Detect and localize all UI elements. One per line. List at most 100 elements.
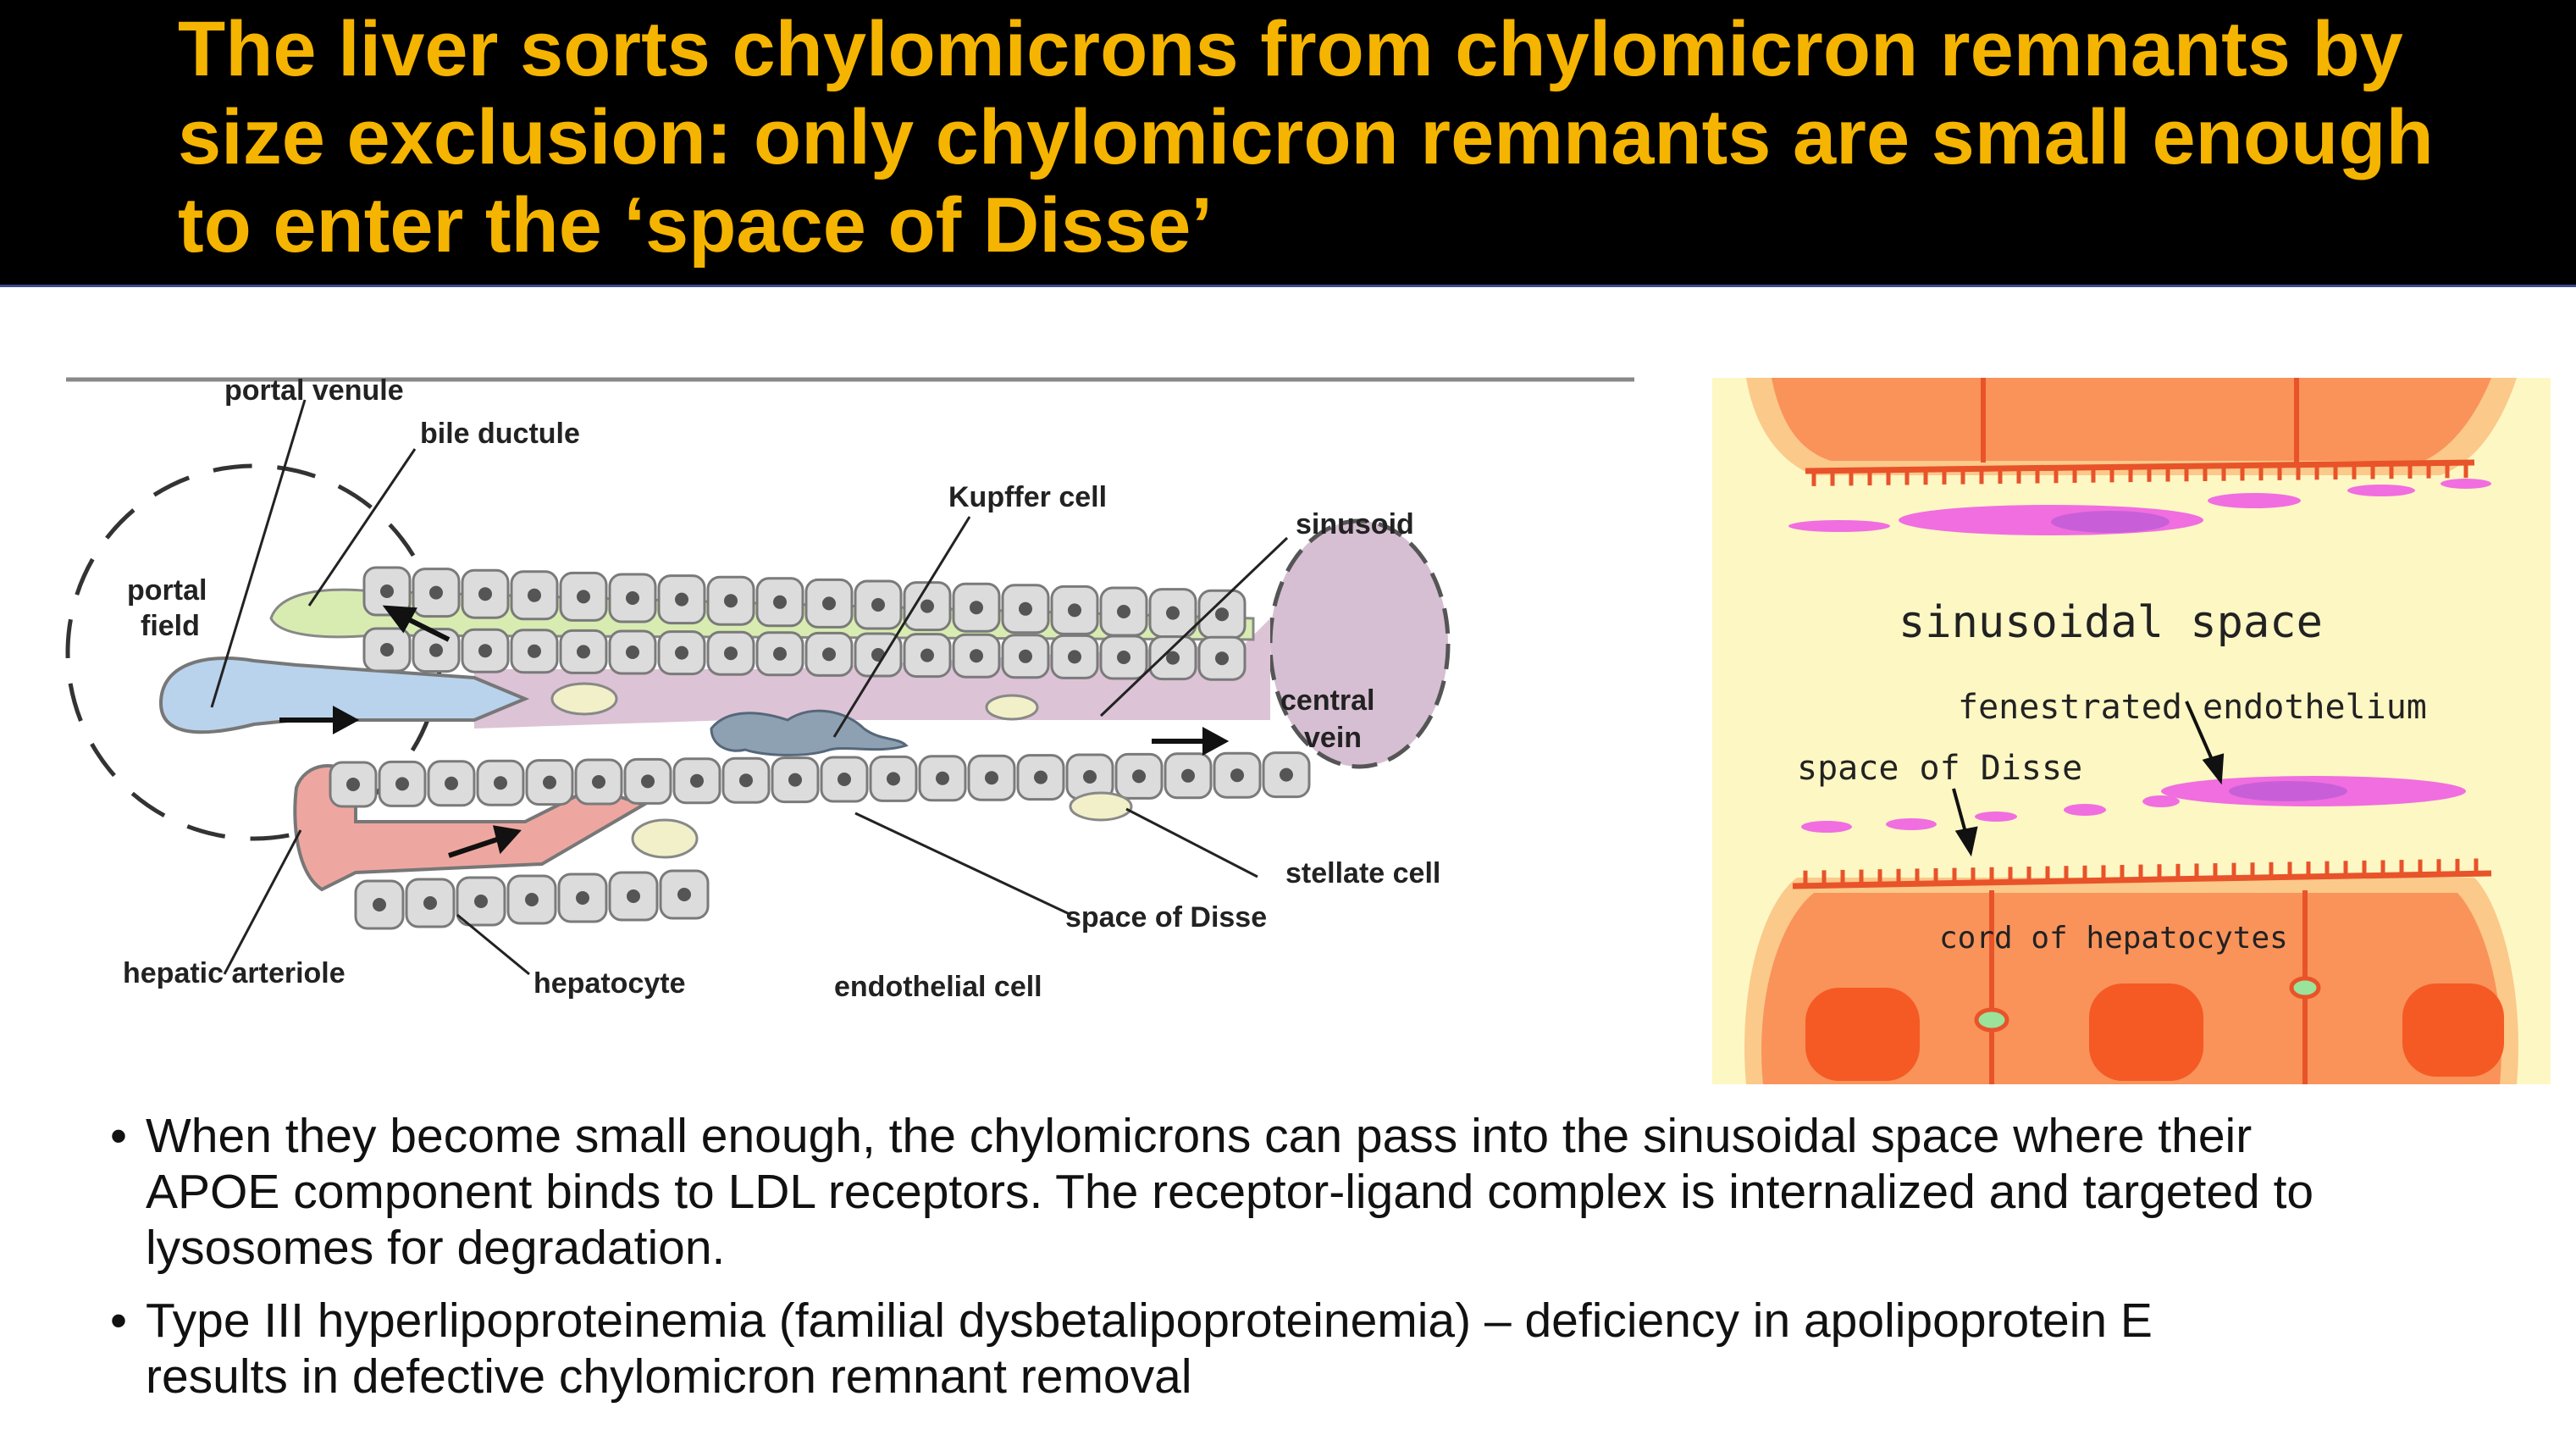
central-vein (1268, 518, 1451, 769)
liver-lobule-diagram: portal venule bile ductule Kupffer cell … (65, 374, 1634, 1003)
hepatocyte-nucleus (429, 643, 443, 657)
hepatocyte-nucleus (543, 775, 556, 789)
hepatocyte-nucleus (1166, 606, 1180, 620)
hepatocyte-nucleus (474, 895, 488, 908)
portal-venule-shape (158, 657, 530, 734)
bullet-1-line-2: APOE component binds to LDL receptors. T… (146, 1165, 2314, 1219)
label-portal-field-line2: field (141, 610, 200, 642)
hepatocyte-nucleus (626, 591, 639, 605)
hepatocyte-nuclei (1805, 983, 2504, 1081)
bullet-item-2: • Type III hyperlipoproteinemia (familia… (110, 1293, 2549, 1404)
hepatocyte-nucleus (380, 643, 394, 657)
hepatocyte-nucleus (423, 896, 437, 910)
hepatocyte-nucleus (724, 646, 738, 661)
hepatocyte-nucleus (592, 775, 605, 789)
hepatocyte-nucleus (970, 601, 983, 615)
hepatocyte-nucleus (577, 645, 590, 659)
label-space-of-disse-right: space of Disse (1797, 749, 2082, 788)
bullet-marker: • (110, 1109, 127, 1163)
endothelial-nucleus-lower (2229, 781, 2347, 801)
label-fenestrated-endothelium: fenestrated endothelium (1958, 688, 2427, 727)
hepatocyte-nucleus (887, 772, 900, 786)
stellate-cell-2 (985, 694, 1039, 721)
hepatocyte-nucleus (429, 585, 443, 600)
hepatocyte-nucleus (1068, 603, 1081, 618)
hepatocyte-nucleus (373, 898, 386, 911)
title-bar-underline (0, 285, 2576, 287)
hepatocyte-nucleus (525, 893, 539, 906)
bullet-1-line-3: lysosomes for degradation. (146, 1221, 726, 1275)
hepatocyte-nucleus (380, 584, 394, 598)
label-portal-venule: portal venule (224, 374, 404, 407)
label-kupffer-cell: Kupffer cell (948, 481, 1107, 513)
hepatocyte-nucleus (920, 599, 934, 613)
label-central-vein-line2: vein (1304, 722, 1362, 754)
hepatocyte-nucleus (626, 645, 639, 659)
hepatocyte-membrane-lower (1792, 870, 2492, 889)
hepatocyte-nucleus (1215, 651, 1229, 666)
title-line-2: size exclusion: only chylomicron remnant… (178, 94, 2434, 180)
hepatocyte-nucleus (822, 647, 836, 662)
label-stellate-cell: stellate cell (1285, 857, 1440, 889)
hepatocyte-nucleus (920, 648, 934, 662)
bullet-2-line-1: Type III hyperlipoproteinemia (familial … (146, 1294, 2153, 1348)
hepatocyte-nucleus (395, 777, 409, 791)
hepatocyte-nucleus (1230, 768, 1244, 783)
hepatocyte-nucleus (1083, 770, 1097, 784)
hepatocyte-nucleus (1181, 768, 1195, 783)
hepatocyte-nucleus (1117, 651, 1130, 664)
pointer-arrows (1952, 701, 2225, 857)
hepatocyte-nucleus (1068, 650, 1081, 664)
label-space-of-disse: space of Disse (1065, 901, 1267, 934)
hepatocyte-nucleus (788, 773, 802, 787)
leader-lines (210, 399, 1289, 976)
hepatocyte-nucleus (739, 773, 753, 788)
label-central-vein-line1: central (1280, 684, 1375, 717)
bullet-1-line-1: When they become small enough, the chylo… (146, 1109, 2253, 1163)
kupffer-cell-shape (710, 709, 909, 756)
hepatocyte-nucleus (675, 592, 688, 607)
hepatocyte-nucleus (936, 771, 949, 785)
hepatocyte-nucleus (837, 773, 851, 786)
hepatocyte-row-bottom (354, 869, 710, 930)
hepatocyte-nucleus (641, 774, 655, 789)
hepatocyte-nucleus (627, 889, 640, 903)
hepatocyte-row-middle (362, 627, 1247, 681)
hepatocyte-nucleus (985, 771, 998, 785)
label-sinusoidal-space: sinusoidal space (1899, 597, 2323, 648)
hepatocyte-nucleus (1215, 607, 1229, 622)
hepatocyte-nucleus (724, 594, 738, 608)
hepatocyte-nucleus (773, 646, 787, 661)
title-line-3: to enter the ‘space of Disse’ (178, 182, 1213, 269)
hepatocyte-nucleus (1034, 770, 1048, 784)
sinusoid-section-diagram: sinusoidal space fenestrated endothelium… (1712, 378, 2551, 1084)
label-portal-field-line1: portal (127, 574, 207, 607)
hepatocyte-nucleus (1132, 769, 1146, 784)
label-sinusoid: sinusoid (1296, 508, 1414, 540)
label-hepatocyte: hepatocyte (533, 967, 686, 1000)
label-cord-of-hepatocytes: cord of hepatocytes (1939, 921, 2288, 956)
hepatocyte-nucleus (822, 596, 836, 611)
bullet-2-line-2: results in defective chylomicron remnant… (146, 1349, 1192, 1404)
hepatocyte-nucleus (871, 598, 885, 612)
hepatocyte-nucleus (528, 644, 541, 658)
hepatic-arteriole-shape (293, 764, 648, 892)
title-bar (0, 0, 2576, 285)
flow-arrows (279, 605, 1230, 858)
hepatocyte-nucleus (478, 644, 492, 658)
bullet-item-1: • When they become small enough, the chy… (110, 1108, 2549, 1276)
hepatocyte-nucleus (576, 891, 589, 905)
hepatocyte-nucleus (675, 645, 688, 660)
hepatocyte-nucleus (445, 776, 458, 790)
bullet-marker: • (110, 1294, 127, 1348)
stellate-cell-4 (631, 818, 699, 859)
title-line-1: The liver sorts chylomicrons from chylom… (178, 6, 2403, 92)
hepatocyte-nucleus (346, 778, 360, 791)
hepatocyte-nucleus (1280, 767, 1293, 782)
slide-title: The liver sorts chylomicrons from chylom… (178, 5, 2532, 269)
hepatocyte-nucleus (1019, 601, 1032, 616)
hepatocyte-nucleus (478, 587, 492, 601)
hepatocyte-nucleus (677, 888, 691, 901)
hepatocyte-nucleus (1019, 649, 1032, 663)
hepatocyte-nucleus (577, 590, 590, 604)
